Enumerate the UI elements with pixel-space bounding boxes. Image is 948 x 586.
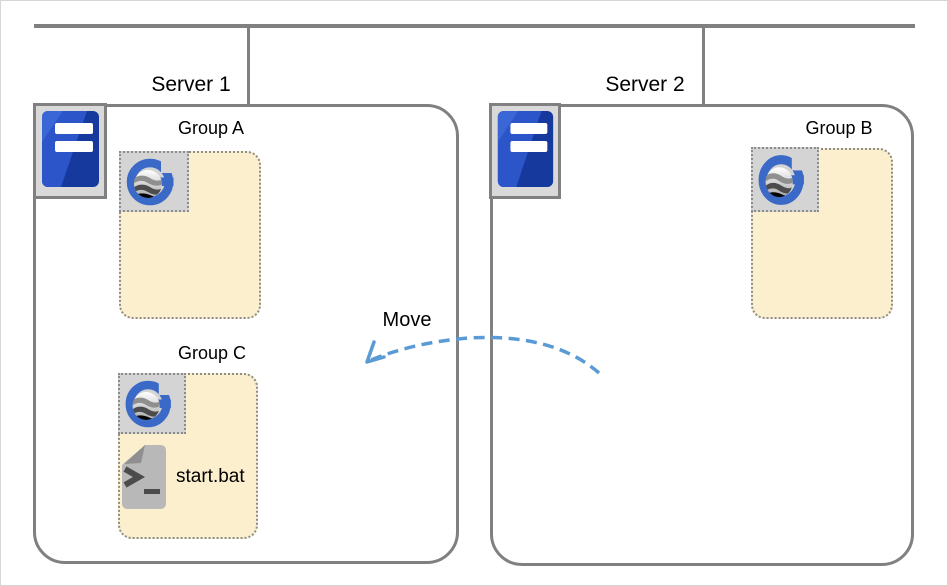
group-a-logo-icon [119,151,189,212]
network-bus-line [34,24,915,28]
batch-file-icon [121,444,167,510]
server1-label: Server 1 [151,73,231,96]
server1-connector-line [247,26,250,105]
server2-label: Server 2 [605,73,685,96]
server2-tower-icon [489,103,561,199]
start-bat-label: start.bat [176,466,245,487]
group-b-label: Group B [805,118,873,138]
group-a-label: Group A [177,118,245,138]
move-action-label: Move [382,309,432,331]
move-arrow-icon [365,335,601,375]
group-a-box [119,151,261,319]
group-c-label: Group C [177,343,247,363]
server2-connector-line [702,26,705,105]
group-c-logo-icon [118,373,186,434]
group-b-logo-icon [751,147,819,212]
server1-tower-icon [33,103,107,199]
